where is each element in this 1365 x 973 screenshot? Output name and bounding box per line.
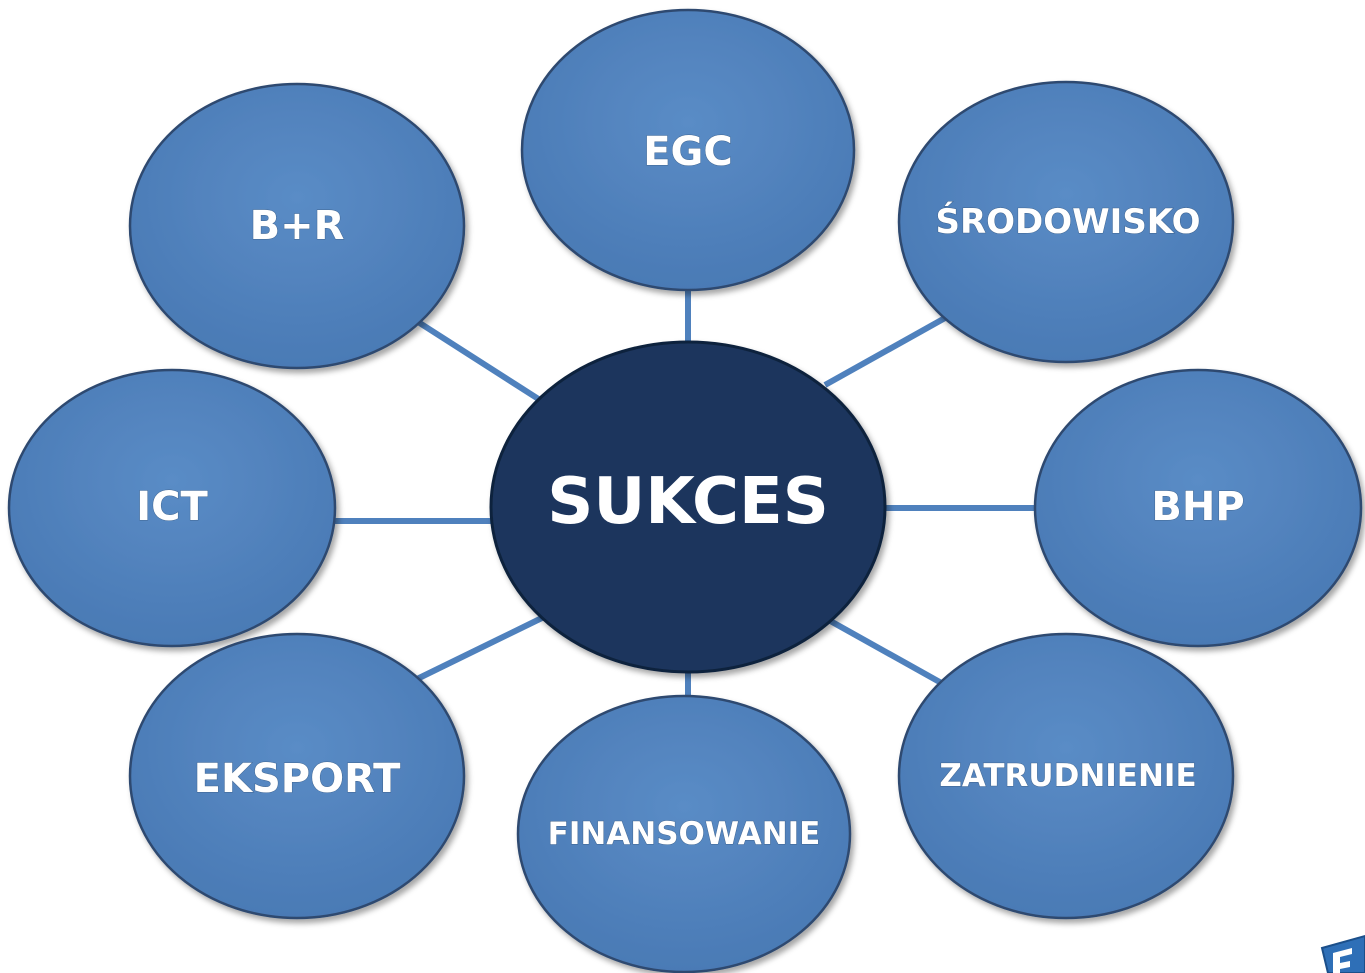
node-eksport: EKSPORT <box>128 632 466 920</box>
logo-icon <box>1320 934 1365 973</box>
node-label-srodowisko: ŚRODOWISKO <box>935 201 1200 242</box>
node-srodowisko: ŚRODOWISKO <box>897 80 1235 364</box>
node-label-br: B+R <box>250 203 345 249</box>
connector-zatrudnienie <box>823 615 947 688</box>
node-finansowanie: FINANSOWANIE <box>516 694 852 973</box>
node-ict: ICT <box>7 368 337 648</box>
node-egc: EGC <box>520 8 856 292</box>
connector-eksport <box>413 612 550 683</box>
node-label-egc: EGC <box>643 129 733 175</box>
node-bhp: BHP <box>1033 368 1363 648</box>
node-label-ict: ICT <box>136 484 208 530</box>
node-zatrudnienie: ZATRUDNIENIE <box>897 632 1235 920</box>
node-br: B+R <box>128 82 466 370</box>
connectors <box>322 285 1048 705</box>
node-label-zatrudnienie: ZATRUDNIENIE <box>939 758 1196 794</box>
node-label-finansowanie: FINANSOWANIE <box>548 816 821 852</box>
node-label-bhp: BHP <box>1151 484 1244 530</box>
center-label: SUKCES <box>547 465 829 539</box>
center-node: SUKCES <box>489 340 887 674</box>
connector-br <box>413 317 542 403</box>
node-label-eksport: EKSPORT <box>194 756 401 802</box>
connector-srodowisko <box>823 315 947 388</box>
